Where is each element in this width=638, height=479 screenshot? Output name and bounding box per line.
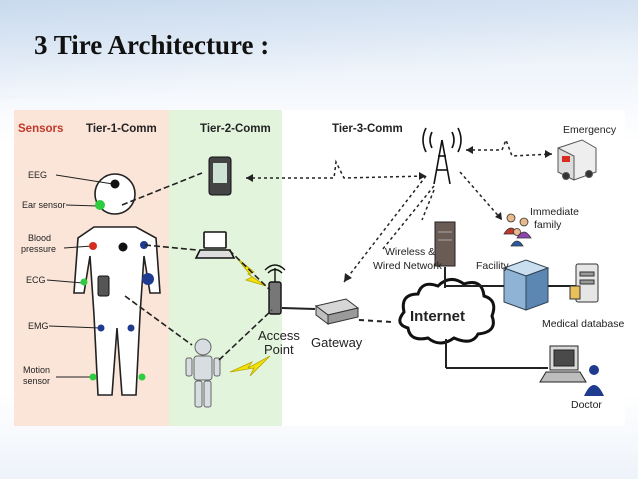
cell-tower-icon bbox=[422, 127, 462, 185]
immediate-label: Immediate bbox=[530, 206, 580, 218]
bp-node bbox=[89, 242, 97, 250]
diagram-graphics bbox=[46, 127, 604, 408]
slide-title: 3 Tire Architecture : bbox=[34, 30, 270, 60]
tier2-header: Tier-2-Comm bbox=[200, 123, 271, 135]
medical-database-label: Medical database bbox=[542, 318, 625, 330]
tier1-links bbox=[121, 172, 203, 346]
access-label: Access bbox=[258, 328, 300, 343]
motion-node-left bbox=[89, 373, 97, 381]
ear-node bbox=[95, 200, 105, 210]
doctor-person-icon bbox=[584, 365, 604, 396]
pressure-label: pressure bbox=[21, 244, 57, 254]
sensor-pointers bbox=[46, 174, 114, 378]
motion-node-right bbox=[138, 373, 146, 381]
tier3-header: Tier-3-Comm bbox=[332, 123, 403, 135]
doctor-computer-icon bbox=[539, 345, 587, 383]
internet-cloud bbox=[398, 278, 496, 345]
gateway-icon bbox=[314, 298, 360, 325]
wireless-label: Wireless & bbox=[385, 246, 436, 258]
family-label: family bbox=[534, 219, 562, 231]
database-icon bbox=[569, 263, 599, 303]
doctor-label: Doctor bbox=[571, 399, 602, 411]
shoulder-node bbox=[140, 241, 148, 249]
blood-label: Blood bbox=[28, 233, 52, 243]
internet-label: Internet bbox=[410, 308, 466, 325]
eeg-label: EEG bbox=[28, 170, 48, 180]
motion-label: Motion bbox=[23, 365, 51, 375]
tier3-dashed-links bbox=[246, 137, 553, 283]
ear-sensor-label: Ear sensor bbox=[22, 200, 66, 210]
gateway-label: Gateway bbox=[311, 335, 363, 350]
point-label: Point bbox=[264, 342, 294, 357]
emg-node bbox=[97, 324, 105, 332]
tier1-header: Tier-1-Comm bbox=[86, 123, 157, 135]
sensor-label: sensor bbox=[23, 376, 51, 386]
facility-label: Facility bbox=[476, 260, 509, 272]
emg-label: EMG bbox=[28, 321, 49, 331]
family-icon bbox=[503, 213, 532, 247]
access-point-icon bbox=[264, 264, 286, 315]
arm-node bbox=[142, 273, 154, 285]
facility-building-icon bbox=[502, 259, 550, 311]
arrow-heads bbox=[246, 146, 552, 282]
tier2-to-ap-links bbox=[218, 249, 273, 361]
pda-icon bbox=[208, 156, 232, 196]
wired-network-label: Wired Network bbox=[373, 260, 442, 272]
sensors-header: Sensors bbox=[18, 123, 64, 135]
ecg-node bbox=[80, 278, 88, 286]
network-lines bbox=[444, 267, 576, 369]
gateway-internet-link bbox=[358, 319, 393, 323]
lightning-icons bbox=[229, 256, 271, 377]
chest-node bbox=[118, 242, 128, 252]
sensor-nodes bbox=[80, 179, 154, 381]
server-icon bbox=[434, 221, 456, 267]
header-band bbox=[0, 0, 638, 100]
robot-icon bbox=[185, 338, 221, 408]
architecture-diagram: Sensors Tier-1-Comm Tier-2-Comm Tier-3-C… bbox=[14, 110, 625, 426]
ecg-label: ECG bbox=[26, 275, 46, 285]
emergency-label: Emergency bbox=[563, 124, 617, 136]
body-device bbox=[97, 275, 110, 297]
laptop-icon bbox=[194, 231, 236, 259]
ap-gateway-link bbox=[281, 307, 316, 310]
eeg-node bbox=[110, 179, 120, 189]
ambulance-icon bbox=[557, 139, 597, 181]
knee-node bbox=[127, 324, 135, 332]
